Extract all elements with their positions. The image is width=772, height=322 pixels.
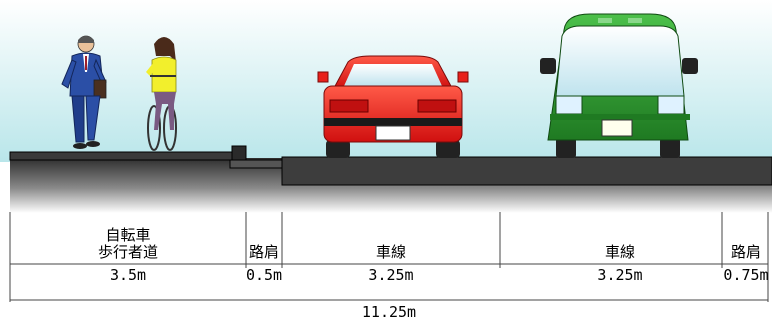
width-shoulder-right: 0.75m xyxy=(723,266,768,284)
road-structure xyxy=(9,145,772,213)
zone-label-lane-1: 車線 xyxy=(376,243,406,261)
cyclist-icon xyxy=(146,37,177,151)
width-lane-2: 3.25m xyxy=(597,266,642,284)
width-sidewalk: 3.5m xyxy=(110,266,146,284)
green-van-icon xyxy=(540,13,698,158)
dimension-lines xyxy=(9,212,769,302)
zone-label-lane-2: 車線 xyxy=(605,243,635,261)
red-car-icon xyxy=(317,55,469,158)
zone-labels: 自転車 歩行者道 路肩 車線 車線 路肩 xyxy=(98,226,761,261)
pedestrian-icon xyxy=(61,35,107,149)
zone-label-shoulder-left: 路肩 xyxy=(249,243,279,261)
zone-label-shoulder-right: 路肩 xyxy=(731,243,761,261)
zone-label-sidewalk-line1: 自転車 xyxy=(105,226,150,244)
width-shoulder-left: 0.5m xyxy=(246,266,282,284)
total-width: 11.25m xyxy=(362,303,416,321)
zone-label-sidewalk-line2: 歩行者道 xyxy=(98,243,158,261)
width-lane-1: 3.25m xyxy=(368,266,413,284)
zone-widths: 3.5m 0.5m 3.25m 3.25m 0.75m 11.25m xyxy=(110,266,769,321)
